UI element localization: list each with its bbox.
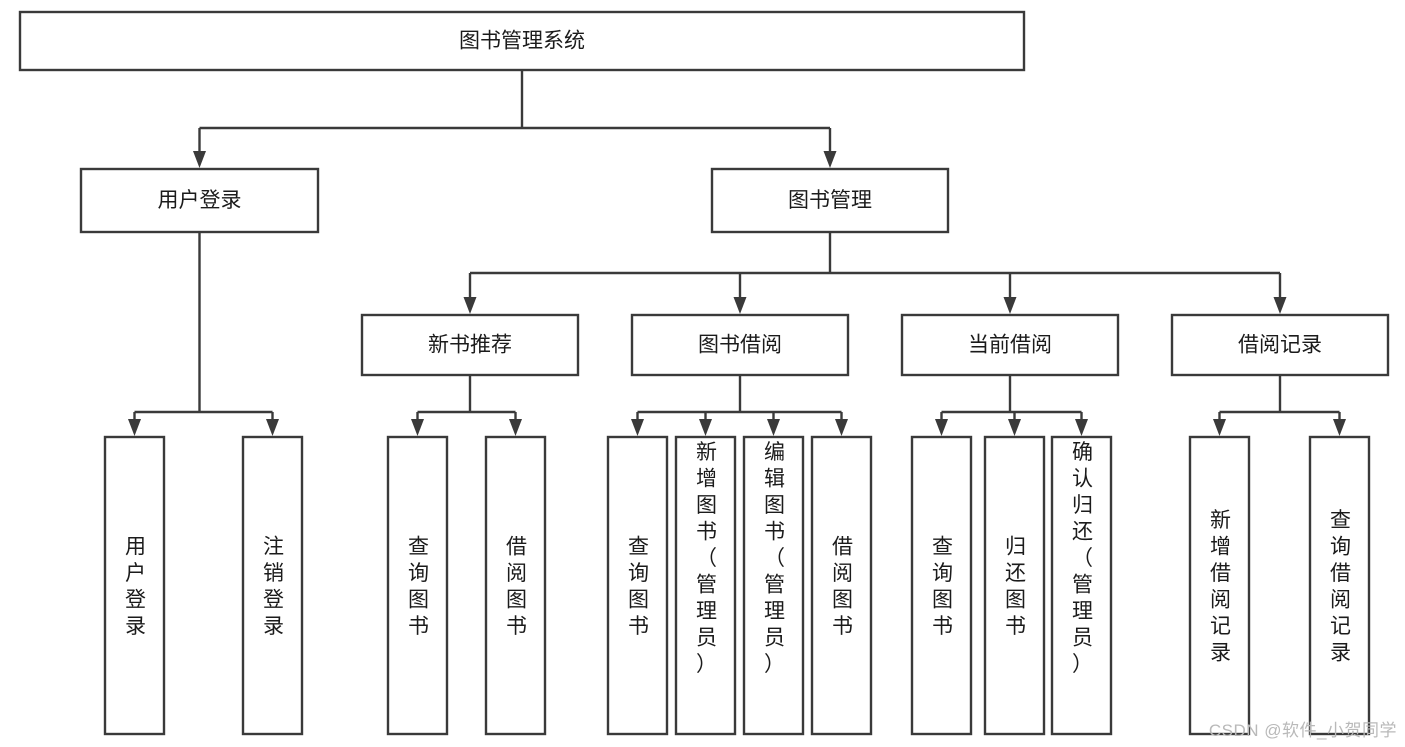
node-user-login-box[interactable] [79, 167, 320, 234]
connector-layer [128, 70, 1346, 436]
node-new-book-rec-label: 新书推荐 [428, 334, 512, 357]
node-book-borrow-label: 图书借阅 [698, 334, 782, 357]
node-leaf-add-book-label: 新增图书（管理员） [696, 441, 717, 676]
node-leaf-borrow-book-1-label: 借阅图书 [506, 536, 527, 639]
node-leaf-borrow-book-2-box[interactable] [810, 435, 873, 736]
node-leaf-return-book-label: 归还图书 [1005, 536, 1026, 639]
node-new-book-rec-box[interactable] [360, 313, 580, 377]
arrow-head-icon [1008, 419, 1021, 436]
node-leaf-borrow-book-1-box[interactable] [484, 435, 547, 736]
node-borrow-record-label: 借阅记录 [1238, 334, 1322, 357]
arrow-head-icon [1075, 419, 1088, 436]
arrow-head-icon [835, 419, 848, 436]
node-leaf-edit-book-box[interactable] [742, 435, 805, 736]
node-leaf-edit-book-label: 编辑图书（管理员） [764, 441, 785, 676]
arrow-head-icon [1273, 297, 1287, 314]
node-leaf-confirm-return-label: 确认归还（管理员） [1072, 441, 1093, 676]
node-user-login-label: 用户登录 [158, 189, 242, 212]
node-leaf-user-login-label: 用户登录 [125, 536, 146, 639]
node-leaf-add-book-box[interactable] [674, 435, 737, 736]
node-leaf-query-book-3-label: 查询图书 [932, 536, 953, 639]
node-book-borrow-box[interactable] [630, 313, 850, 377]
node-root-label: 图书管理系统 [459, 30, 585, 53]
node-leaf-borrow-book-2-label: 借阅图书 [832, 536, 853, 639]
node-book-manage-label: 图书管理 [788, 189, 872, 212]
arrow-head-icon [463, 297, 477, 314]
node-leaf-query-book-2-label: 查询图书 [628, 536, 649, 639]
node-current-borrow-box[interactable] [900, 313, 1120, 377]
arrow-head-icon [1213, 419, 1226, 436]
node-layer: 图书管理系统用户登录图书管理新书推荐图书借阅当前借阅借阅记录用户登录注销登录查询… [18, 10, 1390, 736]
node-borrow-record-box[interactable] [1170, 313, 1390, 377]
node-leaf-return-book-box[interactable] [983, 435, 1046, 736]
node-leaf-query-book-1-label: 查询图书 [408, 536, 429, 639]
node-leaf-add-record-box[interactable] [1188, 435, 1251, 736]
node-current-borrow-label: 当前借阅 [968, 334, 1052, 357]
node-leaf-query-record-box[interactable] [1308, 435, 1371, 736]
node-leaf-query-book-2-box[interactable] [606, 435, 669, 736]
arrow-head-icon [1333, 419, 1346, 436]
arrow-head-icon [631, 419, 644, 436]
arrow-head-icon [128, 419, 141, 436]
node-root-box[interactable] [18, 10, 1026, 72]
node-leaf-user-login-box[interactable] [103, 435, 166, 736]
arrow-head-icon [266, 419, 279, 436]
csdn-watermark: CSDN @软件_小贺同学 [1208, 721, 1397, 740]
arrow-head-icon [699, 419, 712, 436]
arrow-head-icon [935, 419, 948, 436]
node-leaf-add-record-label: 新增借阅记录 [1210, 509, 1231, 665]
arrow-head-icon [193, 151, 206, 168]
node-leaf-query-book-3-box[interactable] [910, 435, 973, 736]
arrow-head-icon [733, 297, 747, 314]
node-leaf-query-book-1-box[interactable] [386, 435, 449, 736]
arrow-head-icon [767, 419, 780, 436]
arrow-head-icon [509, 419, 522, 436]
node-leaf-confirm-return-box[interactable] [1050, 435, 1113, 736]
node-leaf-logout-box[interactable] [241, 435, 304, 736]
arrow-head-icon [1003, 297, 1017, 314]
node-book-manage-box[interactable] [710, 167, 950, 234]
node-leaf-query-record-label: 查询借阅记录 [1330, 509, 1351, 665]
node-leaf-logout-label: 注销登录 [263, 536, 284, 639]
arrow-head-icon [411, 419, 424, 436]
arrow-head-icon [823, 151, 837, 168]
